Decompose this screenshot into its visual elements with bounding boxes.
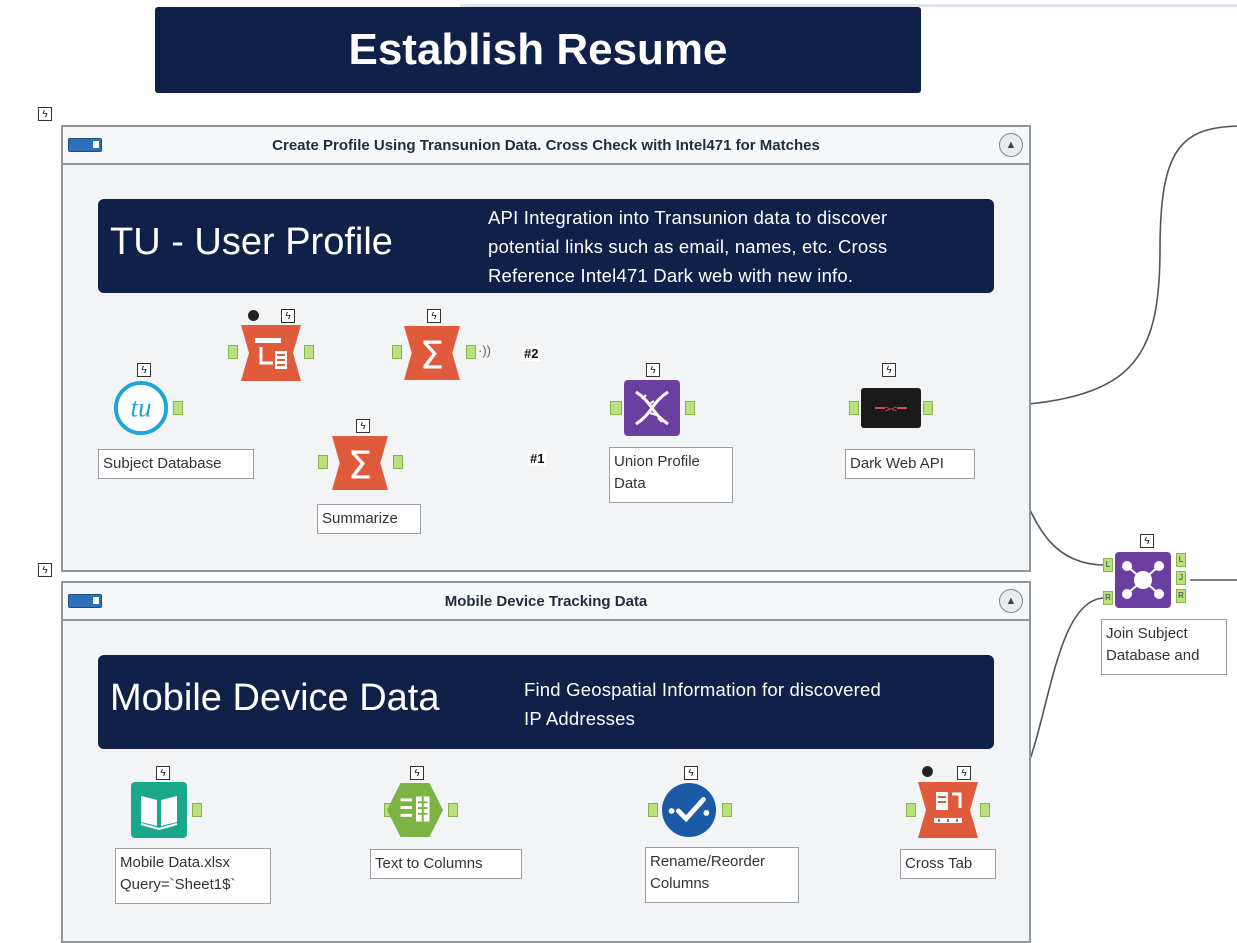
container-toggle-icon[interactable] xyxy=(68,594,102,608)
container-transunion-profile[interactable]: Create Profile Using Transunion Data. Cr… xyxy=(61,125,1031,572)
select-records-icon[interactable] xyxy=(241,325,301,381)
tool-label[interactable]: Cross Tab xyxy=(900,849,996,879)
input-anchor[interactable] xyxy=(228,345,238,359)
tool-flag-icon: ϟ xyxy=(882,363,896,377)
tool-flag-icon: ϟ xyxy=(427,309,441,323)
banner-title: Mobile Device Data xyxy=(110,677,440,719)
container-header[interactable]: Mobile Device Tracking Data ▲ xyxy=(63,583,1029,621)
connection-tag: #1 xyxy=(528,451,547,466)
input-data-book-icon[interactable] xyxy=(131,782,187,838)
tool-flag-icon: ϟ xyxy=(957,766,971,780)
connection-tag: #2 xyxy=(522,346,541,361)
multi-input-anchor[interactable] xyxy=(610,401,622,415)
tool-flag-icon: ϟ xyxy=(1140,534,1154,548)
tool-label[interactable]: Subject Database xyxy=(98,449,254,479)
canvas-top-border xyxy=(460,4,1237,7)
tool-label[interactable]: Dark Web API xyxy=(845,449,975,479)
output-anchor[interactable] xyxy=(448,803,458,817)
comment-banner-mobile: Mobile Device Data Find Geospatial Infor… xyxy=(98,655,994,749)
input-anchor[interactable] xyxy=(849,401,859,415)
join-out-l-anchor[interactable]: L xyxy=(1176,553,1186,567)
cache-indicator-icon xyxy=(922,766,933,777)
svg-text:Σ: Σ xyxy=(348,443,372,488)
workflow-title-banner: Establish Resume xyxy=(155,7,921,93)
input-anchor[interactable] xyxy=(648,803,658,817)
tool-label[interactable]: Text to Columns xyxy=(370,849,522,879)
svg-text:tu: tu xyxy=(130,393,151,423)
output-anchor[interactable] xyxy=(304,345,314,359)
tool-flag-icon: ϟ xyxy=(156,766,170,780)
select-rename-icon[interactable] xyxy=(661,782,717,838)
output-anchor[interactable] xyxy=(192,803,202,817)
text-to-columns-icon[interactable] xyxy=(387,782,443,838)
union-dna-icon[interactable] xyxy=(624,380,680,436)
tool-label[interactable]: Rename/Reorder Columns xyxy=(645,847,799,903)
wireless-connection-icon: ·)) xyxy=(478,343,491,358)
container-header[interactable]: Create Profile Using Transunion Data. Cr… xyxy=(63,127,1029,165)
container-toggle-icon[interactable] xyxy=(68,138,102,152)
cache-indicator-icon xyxy=(248,310,259,321)
tool-flag-icon: ϟ xyxy=(281,309,295,323)
join-icon[interactable] xyxy=(1115,552,1171,608)
output-anchor[interactable] xyxy=(393,455,403,469)
tool-flag-icon: ϟ xyxy=(356,419,370,433)
input-anchor[interactable] xyxy=(392,345,402,359)
summarize-icon[interactable]: Σ xyxy=(332,435,388,491)
join-right-anchor[interactable]: R xyxy=(1103,591,1113,605)
banner-description: Find Geospatial Information for discover… xyxy=(524,679,881,729)
output-anchor[interactable] xyxy=(173,401,183,415)
tu-input-icon[interactable]: tu xyxy=(113,380,169,436)
output-anchor[interactable] xyxy=(466,345,476,359)
svg-text:><: >< xyxy=(885,404,897,415)
workflow-title: Establish Resume xyxy=(348,25,728,74)
summarize-icon[interactable]: Σ xyxy=(404,325,460,381)
collapse-up-icon[interactable]: ▲ xyxy=(999,589,1023,613)
tool-label[interactable]: Join Subject Database and xyxy=(1101,619,1227,675)
container-flag-icon[interactable]: ϟ xyxy=(38,107,52,121)
collapse-up-icon[interactable]: ▲ xyxy=(999,133,1023,157)
output-anchor[interactable] xyxy=(980,803,990,817)
output-anchor[interactable] xyxy=(923,401,933,415)
banner-description: API Integration into Transunion data to … xyxy=(488,207,888,286)
join-out-r-anchor[interactable]: R xyxy=(1176,589,1186,603)
join-left-anchor[interactable]: L xyxy=(1103,558,1113,572)
tool-flag-icon: ϟ xyxy=(410,766,424,780)
tool-label[interactable]: Summarize xyxy=(317,504,421,534)
tool-flag-icon: ϟ xyxy=(137,363,151,377)
input-anchor[interactable] xyxy=(318,455,328,469)
svg-text:Σ: Σ xyxy=(420,333,444,378)
output-anchor[interactable] xyxy=(722,803,732,817)
banner-title: TU - User Profile xyxy=(110,221,393,263)
tool-flag-icon: ϟ xyxy=(646,363,660,377)
input-anchor[interactable] xyxy=(906,803,916,817)
container-header-label: Mobile Device Tracking Data xyxy=(444,592,648,610)
wire-darkweb-offscreen xyxy=(933,125,1237,409)
tool-flag-icon: ϟ xyxy=(684,766,698,780)
tool-label[interactable]: Mobile Data.xlsx Query=`Sheet1$` xyxy=(115,848,271,904)
join-out-j-anchor[interactable]: J xyxy=(1176,571,1186,585)
output-anchor[interactable] xyxy=(685,401,695,415)
comment-banner-tu: TU - User Profile API Integration into T… xyxy=(98,199,994,293)
container-header-label: Create Profile Using Transunion Data. Cr… xyxy=(272,136,820,154)
cross-tab-icon[interactable] xyxy=(918,782,978,838)
container-flag-icon[interactable]: ϟ xyxy=(38,563,52,577)
dark-web-api-icon[interactable]: >< xyxy=(861,388,921,428)
tool-label[interactable]: Union Profile Data xyxy=(609,447,733,503)
